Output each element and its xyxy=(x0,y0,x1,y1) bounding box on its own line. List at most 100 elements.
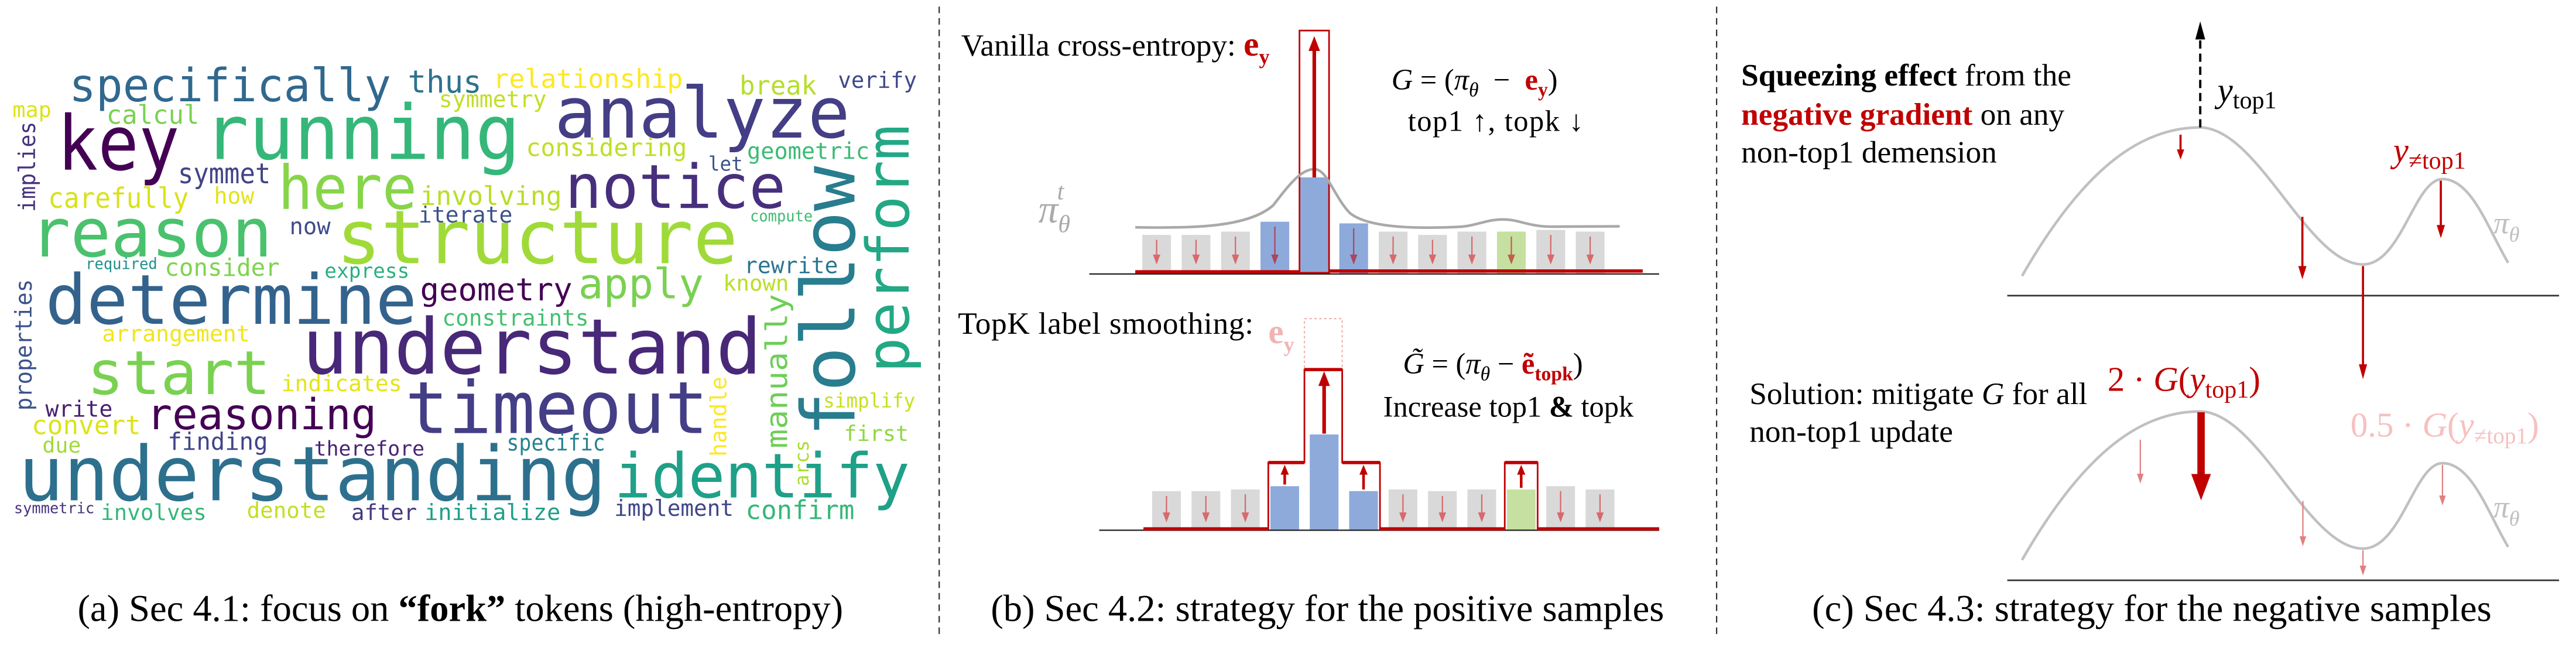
word-start: start xyxy=(87,338,271,409)
caption-a-prefix: (a) Sec 4.1: focus on xyxy=(77,587,398,629)
word-first: first xyxy=(844,421,909,446)
down-arrow-icon xyxy=(1153,239,1160,265)
down-arrow-icon xyxy=(1508,236,1515,265)
word-understanding: understanding xyxy=(18,430,606,518)
caption-a-fork: “fork” xyxy=(399,587,506,629)
word-initialize: initialize xyxy=(424,499,560,526)
bar-blue xyxy=(1270,486,1299,531)
word-implies: implies xyxy=(15,122,41,212)
word-known: known xyxy=(723,270,789,296)
word-properties: properties xyxy=(11,279,37,410)
down-arrow-icon xyxy=(1557,491,1564,522)
word-involves: involves xyxy=(101,499,207,525)
arrow-head xyxy=(1429,254,1437,265)
down-arrow-icon xyxy=(1399,494,1407,522)
up-arrow-icon xyxy=(1280,464,1289,485)
arrow-head xyxy=(2191,474,2211,501)
bar-blue xyxy=(1300,177,1329,275)
down-arrow-icon xyxy=(1271,227,1279,265)
arrow-head xyxy=(1280,464,1289,475)
word-indicates: indicates xyxy=(282,371,402,396)
squeeze-line-3: non-top1 demension xyxy=(1741,135,1997,170)
down-arrow-icon xyxy=(2437,180,2445,238)
dashed-up-arrow-icon xyxy=(2195,21,2205,128)
arrow-head xyxy=(1517,464,1526,475)
word-considering: considering xyxy=(526,133,687,162)
down-arrow-icon xyxy=(1547,235,1555,265)
word-confirm: confirm xyxy=(746,495,855,525)
arrow-head xyxy=(1547,254,1555,265)
down-arrow-icon xyxy=(2359,266,2368,379)
word-how: how xyxy=(214,183,255,210)
up-arrow-icon xyxy=(1359,464,1368,490)
up-arrow-icon xyxy=(1318,371,1330,434)
word-arrangement: arrangement xyxy=(102,321,249,347)
ghost-e-label: ey xyxy=(1268,313,1294,356)
topk-effect: Increase top1 & topk xyxy=(1383,390,1634,423)
word-apply: apply xyxy=(578,260,704,309)
down-arrow-icon xyxy=(1202,496,1210,522)
arrow-head xyxy=(1478,512,1486,522)
down-arrow-icon xyxy=(1438,496,1446,522)
word-let: let xyxy=(708,153,743,176)
word-identify: identify xyxy=(614,440,910,512)
word-rewrite: rewrite xyxy=(744,252,838,278)
arrow-head xyxy=(1468,254,1476,265)
arrow-head xyxy=(2195,21,2205,40)
down-arrow-icon xyxy=(2439,464,2446,506)
down-arrow-icon xyxy=(1231,236,1239,265)
down-arrow-icon xyxy=(2177,135,2184,160)
down-arrow-icon xyxy=(1586,236,1594,265)
down-arrow-icon xyxy=(1163,496,1170,522)
down-arrow-icon xyxy=(1192,239,1200,265)
word-specific: specific xyxy=(506,430,605,457)
word-reasoning: reasoning xyxy=(147,390,377,440)
word-convert: convert xyxy=(32,410,141,440)
word-analyze: analyze xyxy=(554,73,850,155)
down-arrow-icon xyxy=(2359,550,2366,576)
word-geometric: geometric xyxy=(747,139,869,165)
down-arrow-icon xyxy=(1349,228,1358,265)
topk-bars xyxy=(1152,434,1615,531)
down-arrow-icon xyxy=(2298,217,2307,279)
down-arrow-icon xyxy=(2299,501,2307,546)
word-arcs: arcs xyxy=(791,440,813,487)
topk-target-levels xyxy=(1143,368,1659,531)
panel-b: Vanilla cross-entropy: ey G = (πθ − ey) … xyxy=(958,25,1664,629)
arrow-head xyxy=(1163,512,1170,522)
down-arrow-icon xyxy=(1468,236,1476,265)
vanilla-formula: G = (πθ − ey) xyxy=(1392,63,1558,101)
big-down-arrow-icon xyxy=(2191,412,2211,501)
vanilla-target-baseline xyxy=(1135,269,1643,274)
word-symmetry: symmetry xyxy=(439,87,547,113)
word-calcul: calcul xyxy=(107,99,199,130)
word-understand: understand xyxy=(302,302,762,392)
arrow-head xyxy=(2437,225,2445,238)
word-geometry: geometry xyxy=(420,272,573,308)
arrow-head xyxy=(1399,512,1407,522)
y-not-top1-label: y≠top1 xyxy=(2390,132,2466,174)
arrow-head xyxy=(1359,464,1368,475)
caption-a-suffix: tokens (high-entropy) xyxy=(505,587,843,629)
caption-a: (a) Sec 4.1: focus on “fork” tokens (hig… xyxy=(77,587,843,629)
word-symmetric: symmetric xyxy=(14,499,94,517)
vanilla-y-subscript: y xyxy=(1259,45,1269,69)
arrow-head xyxy=(1508,254,1515,265)
vanilla-gradient-arrows xyxy=(1153,36,1594,265)
arrow-head xyxy=(1389,254,1397,265)
bar-blue xyxy=(1310,434,1339,531)
arrow-head xyxy=(2359,566,2366,576)
word-implement: implement xyxy=(614,495,734,521)
up-arrow-icon xyxy=(1517,464,1526,488)
word-follow: follow xyxy=(786,166,872,437)
arrow-head xyxy=(1596,512,1604,522)
topk-gradient-arrows xyxy=(1163,371,1604,522)
policy-label: πθt xyxy=(1039,179,1070,238)
other-weight-label: 0.5 · G(y≠top1) xyxy=(2351,406,2539,449)
word-therefore: therefore xyxy=(314,437,424,461)
panel-c: Squeezing effect from the negative gradi… xyxy=(1741,21,2560,629)
word-perform: perform xyxy=(854,125,923,373)
ghost-onehot-box xyxy=(1303,318,1343,371)
negative-gradient-arrows xyxy=(2137,21,2446,576)
